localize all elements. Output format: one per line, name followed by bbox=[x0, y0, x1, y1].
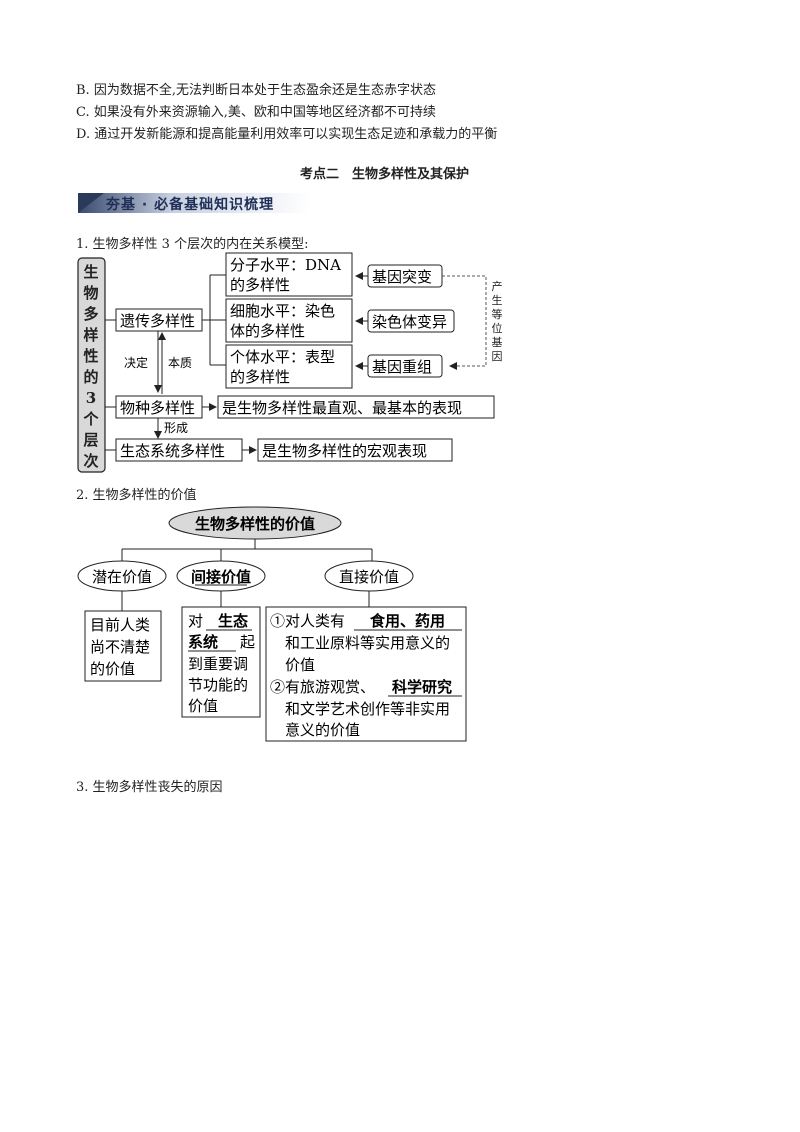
genetic-diversity-label: 遗传多样性 bbox=[120, 312, 195, 330]
form-label: 形成 bbox=[164, 421, 188, 435]
item3-heading: 3. 生物多样性丧失的原因 bbox=[76, 780, 223, 795]
potential-desc-line: 的价值 bbox=[90, 660, 135, 678]
species-diversity-label: 物种多样性 bbox=[120, 399, 195, 417]
direct-desc-box bbox=[265, 606, 467, 742]
gene-recombination-label: 基因重组 bbox=[372, 358, 432, 376]
individual-level-box bbox=[225, 344, 353, 389]
individual-line: 的多样性 bbox=[230, 368, 290, 386]
indirect-desc-answer: 系统 bbox=[188, 633, 218, 651]
indirect-desc-text: 到重要调 bbox=[188, 655, 248, 673]
direct-desc-answer: 科学研究 bbox=[392, 678, 452, 696]
allele-char: 等 bbox=[492, 307, 503, 321]
banner-triangle bbox=[78, 193, 104, 213]
side-char: 性 bbox=[83, 347, 98, 365]
section-banner: 夯基 · 必备基础知识梳理 bbox=[78, 193, 310, 213]
molecular-line: 分子水平：DNA bbox=[230, 256, 341, 274]
direct-desc-text: 和工业原料等实用意义的 bbox=[285, 634, 450, 652]
ecosystem-diversity-label: 生态系统多样性 bbox=[120, 442, 225, 460]
cellular-line: 细胞水平：染色 bbox=[230, 302, 335, 320]
item1-heading: 1. 生物多样性 3 个层次的内在关系模型: bbox=[76, 237, 309, 252]
direct-desc-answer: 食用、药用 bbox=[370, 612, 445, 630]
species-desc: 是生物多样性最直观、最基本的表现 bbox=[222, 399, 462, 417]
allele-char: 生 bbox=[492, 293, 503, 307]
banner-text: 夯基 · 必备基础知识梳理 bbox=[106, 197, 275, 213]
cellular-line: 体的多样性 bbox=[230, 322, 305, 340]
direct-desc-text: ①对人类有 bbox=[270, 612, 345, 630]
potential-value-label: 潜在价值 bbox=[92, 568, 152, 586]
side-char: 层 bbox=[83, 431, 98, 449]
chromosome-variation-label: 染色体变异 bbox=[372, 313, 447, 331]
allele-char: 位 bbox=[492, 321, 503, 335]
species-desc-box bbox=[217, 395, 495, 419]
potential-desc-line: 尚不清楚 bbox=[90, 638, 150, 656]
potential-desc-line: 目前人类 bbox=[90, 616, 150, 634]
molecular-line: 的多样性 bbox=[230, 276, 290, 294]
decide-label: 决定 bbox=[124, 355, 148, 370]
side-char: 样 bbox=[83, 326, 98, 344]
allele-dashed-arrow bbox=[442, 275, 487, 370]
option-c: C. 如果没有外来资源输入,美、欧和中国等地区经济都不可持续 bbox=[76, 105, 436, 120]
option-d: D. 通过开发新能源和提高能量利用效率可以实现生态足迹和承载力的平衡 bbox=[76, 127, 498, 142]
side-char: 多 bbox=[83, 305, 98, 323]
option-b: B. 因为数据不全,无法判断日本处于生态盈余还是生态赤字状态 bbox=[76, 83, 436, 98]
individual-line: 个体水平：表型 bbox=[230, 348, 335, 366]
direct-desc-text: 价值 bbox=[285, 656, 315, 674]
side-char: 生 bbox=[83, 263, 98, 281]
indirect-desc-answer: 生态 bbox=[218, 612, 248, 630]
side-char: 次 bbox=[83, 452, 98, 470]
indirect-value-label: 间接价值 bbox=[191, 568, 251, 586]
direct-desc-text: ②有旅游观赏、 bbox=[270, 678, 375, 696]
molecular-level-box bbox=[225, 252, 353, 297]
direct-desc-text: 和文学艺术创作等非实用 bbox=[285, 700, 450, 718]
indirect-desc-box bbox=[181, 606, 261, 718]
item2-heading: 2. 生物多样性的价值 bbox=[76, 488, 197, 503]
essence-label: 本质 bbox=[168, 356, 192, 370]
indirect-desc-text: 价值 bbox=[188, 697, 218, 715]
side-char: 物 bbox=[83, 284, 98, 302]
direct-desc-text: 意义的价值 bbox=[285, 721, 360, 739]
side-char: 个 bbox=[82, 410, 99, 428]
ecosystem-desc: 是生物多样性的宏观表现 bbox=[262, 442, 427, 460]
allele-char: 基 bbox=[492, 336, 503, 349]
indirect-desc-text: 对 bbox=[188, 612, 203, 630]
cellular-level-box bbox=[225, 298, 353, 343]
side-char: 的 bbox=[83, 368, 98, 386]
gene-mutation-label: 基因突变 bbox=[372, 268, 432, 286]
allele-char: 因 bbox=[492, 350, 503, 363]
allele-char: 产 bbox=[492, 279, 503, 293]
side-char: 3 bbox=[86, 389, 96, 407]
section-title: 考点二 生物多样性及其保护 bbox=[300, 167, 470, 182]
direct-value-label: 直接价值 bbox=[339, 568, 399, 586]
ecosystem-desc-box bbox=[257, 438, 453, 462]
banner-bar bbox=[78, 193, 310, 213]
side-label-box bbox=[77, 257, 106, 473]
potential-desc-box bbox=[84, 610, 162, 682]
indirect-desc-text: 节功能的 bbox=[188, 676, 248, 694]
value-root-label: 生物多样性的价值 bbox=[195, 515, 315, 533]
indirect-desc-text: 起 bbox=[240, 633, 255, 651]
